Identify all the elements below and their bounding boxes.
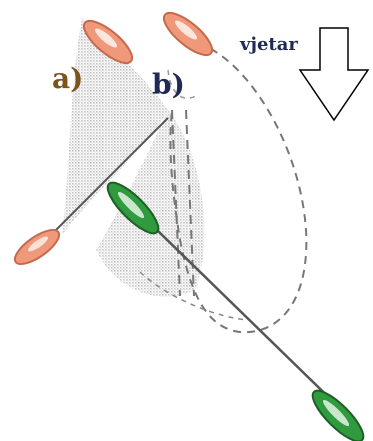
wind-label: vjetar (239, 34, 298, 55)
orange-blade-a-bottom (13, 228, 61, 266)
label-a: a) (52, 62, 83, 95)
orange-blade-b-top (162, 11, 214, 57)
shaft-a (39, 117, 169, 247)
down-arrow-icon (298, 27, 370, 122)
label-b: b) (152, 68, 185, 101)
dashed-rotation-path-b (169, 39, 308, 334)
dashed-lower-arc (139, 271, 249, 321)
dashed-vertical-line-1 (171, 109, 181, 297)
green-blade-top (106, 181, 160, 235)
green-blade-bottom (311, 389, 365, 441)
rotation-cone-a (62, 18, 168, 235)
orange-blade-a-top (82, 19, 134, 65)
dashed-upper-arc-b (167, 69, 199, 99)
